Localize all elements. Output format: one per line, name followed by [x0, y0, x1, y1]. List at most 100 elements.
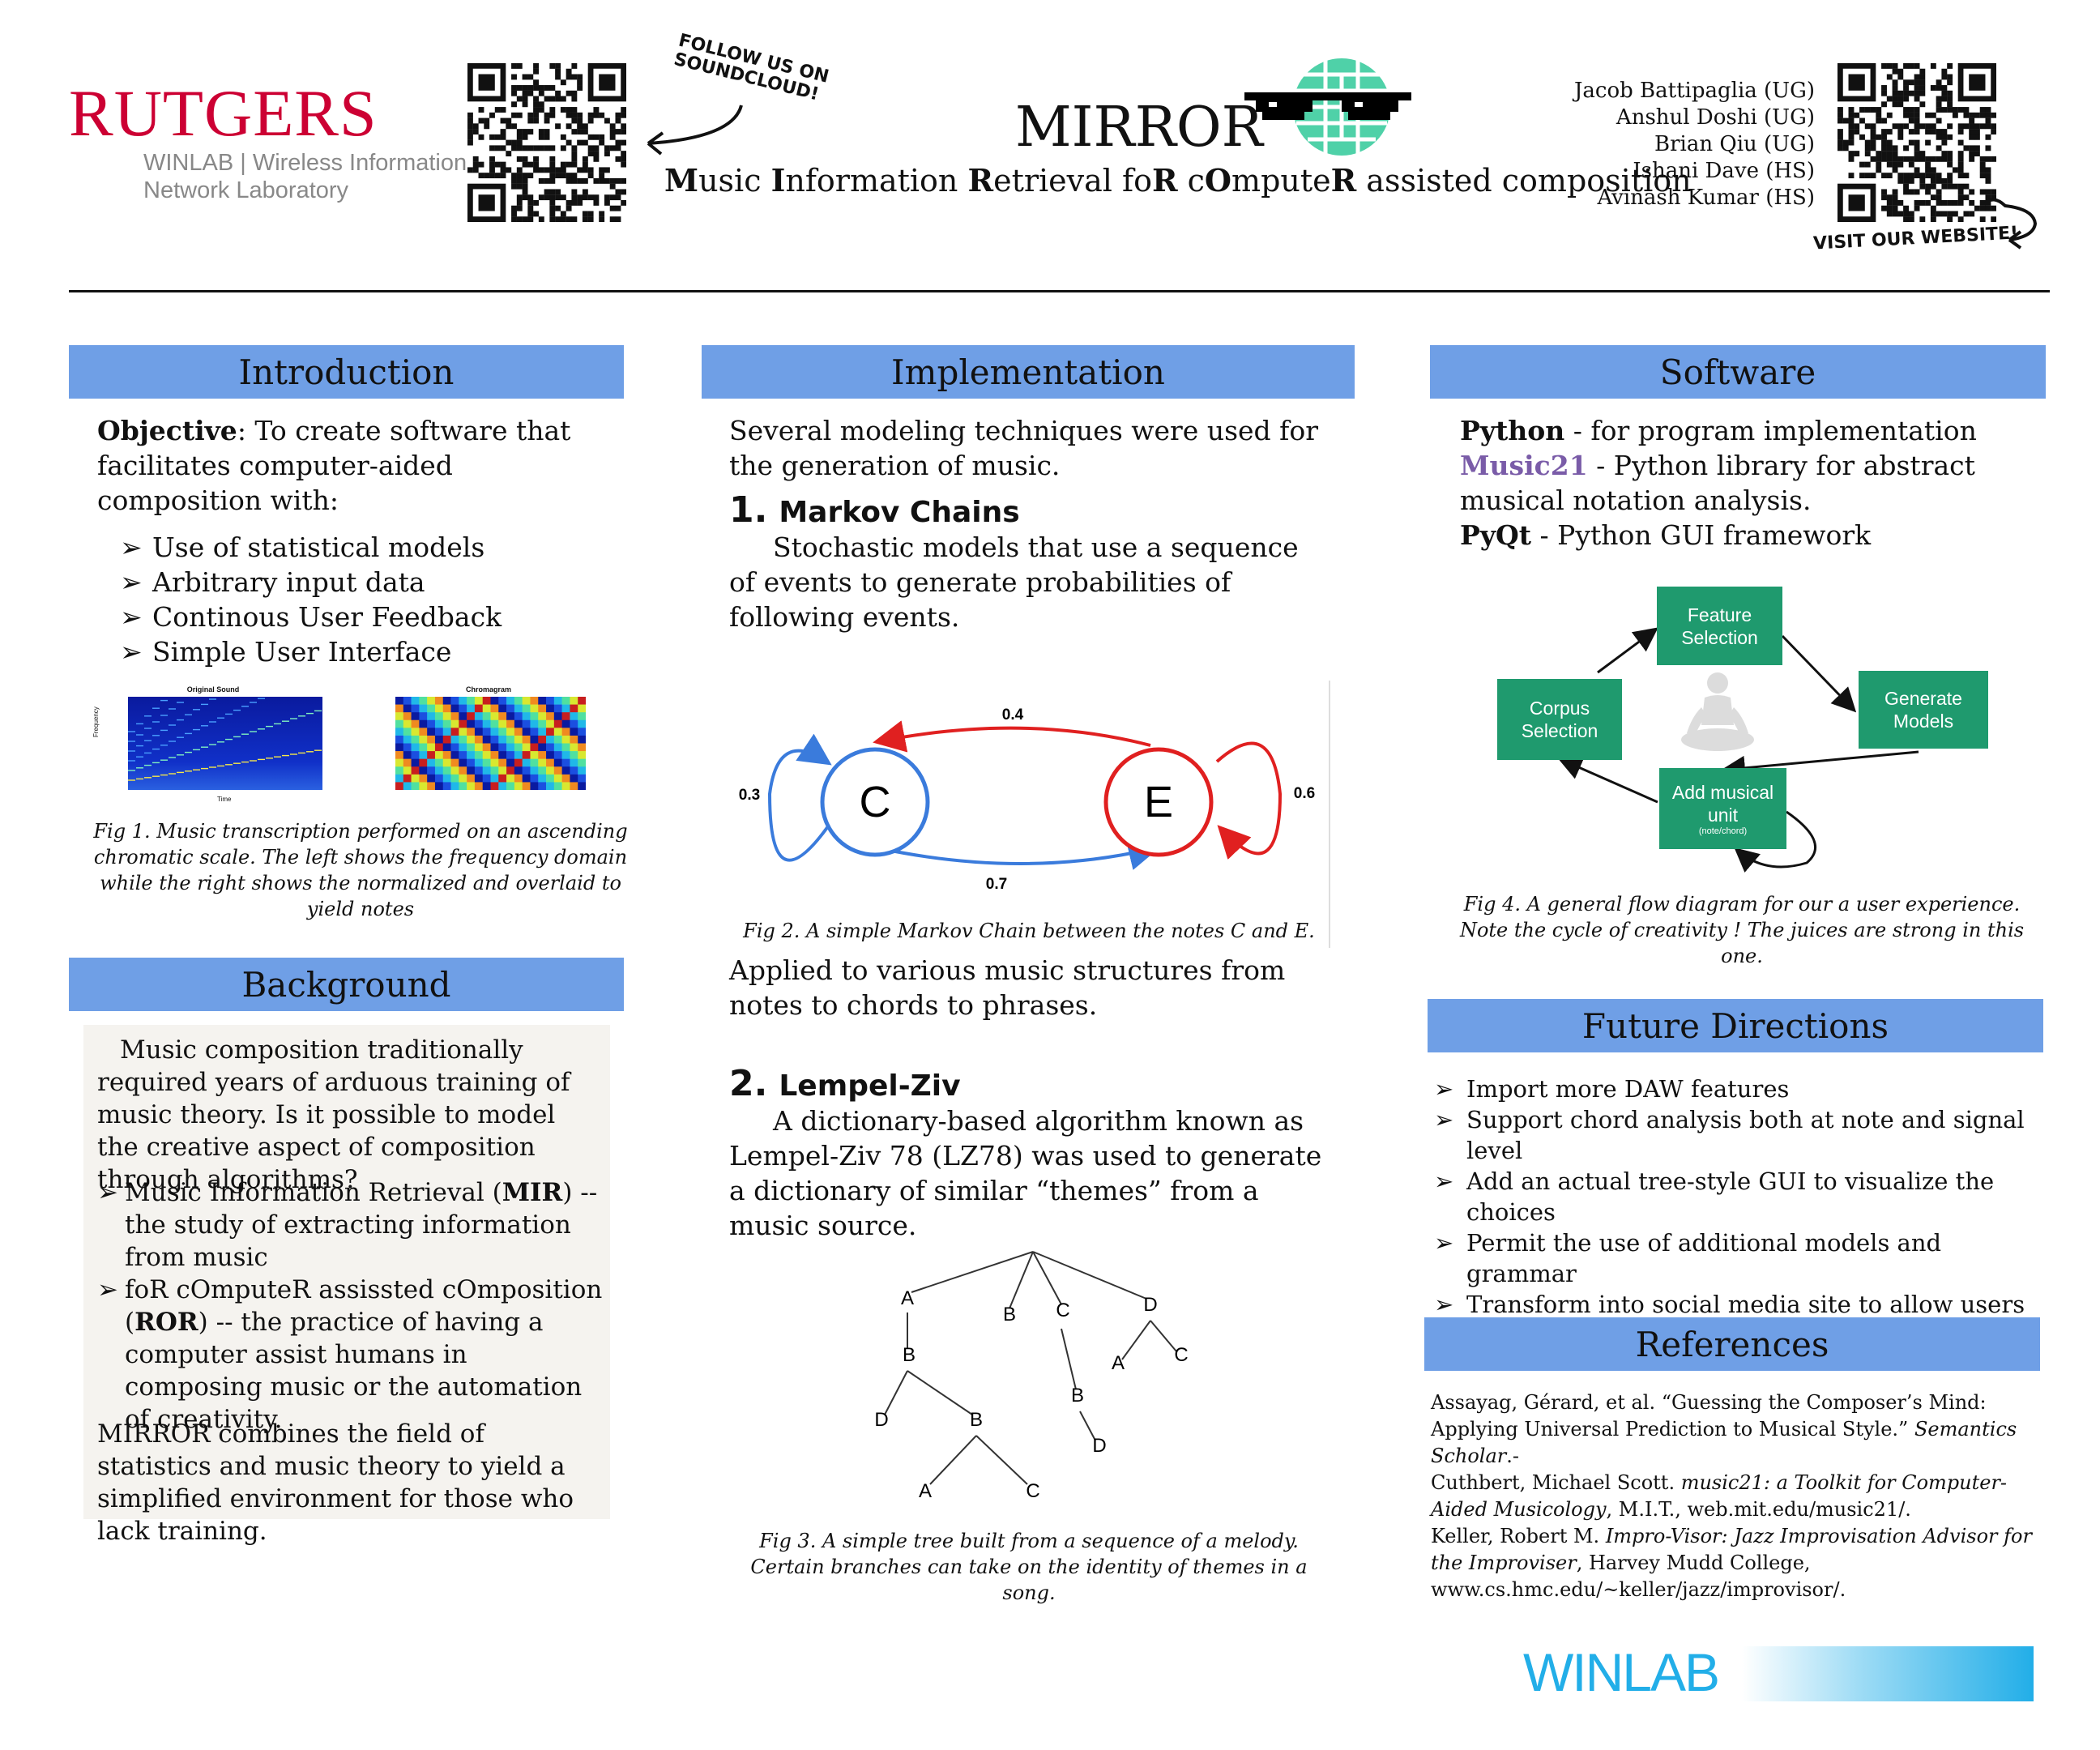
author-name: Brian Qiu (UG)	[1654, 132, 1815, 156]
objective-label: Objective	[97, 415, 237, 446]
markov-title: Markov Chains	[779, 496, 1020, 529]
markov-node-e	[1103, 747, 1214, 857]
references-list: Assayag, Gérard, et al. “Guessing the Co…	[1431, 1389, 2047, 1603]
subtitle-part: R	[1330, 162, 1357, 198]
subtitle-part: nformation	[785, 163, 968, 198]
corpus-selection-node: Corpus Selection	[1497, 679, 1622, 760]
markov-number: 1.	[729, 489, 768, 531]
subtitle-part: R	[967, 162, 994, 198]
spectrogram-original-sound: Original Sound Frequency Time	[92, 685, 322, 803]
spectrogram-left-image	[128, 697, 322, 790]
header-divider	[69, 290, 2050, 292]
fig4-caption: Fig 4. A general flow diagram for our a …	[1459, 893, 2025, 967]
winlab-line-2: Network Laboratory	[143, 177, 349, 203]
subtitle-part: assisted composition	[1356, 163, 1692, 198]
globe-sunglasses-logo	[1244, 58, 1411, 156]
subtitle-part: M	[664, 162, 699, 198]
lempel-ziv-heading: 2.Lempel-Ziv	[729, 1063, 961, 1104]
markov-prob-ce: 0.4	[1002, 706, 1024, 723]
author-list: Jacob Battipaglia (UG)Anshul Doshi (UG)B…	[1564, 78, 1815, 211]
list-item: Import more DAW features	[1434, 1073, 2050, 1104]
feature-selection-node: Feature Selection	[1657, 587, 1782, 665]
list-item: Simple User Interface	[120, 634, 606, 669]
page-title: MIRROR	[1015, 96, 1263, 160]
markov-prob-ee: 0.6	[1294, 785, 1315, 802]
fig2-caption: Fig 2. A simple Markov Chain between the…	[743, 920, 1315, 942]
markov-applied-text: Applied to various music structures from…	[729, 954, 1286, 1021]
list-item: Use of statistical models	[120, 530, 606, 565]
lempel-ziv-number: 2.	[729, 1063, 768, 1104]
objective-bullets: Use of statistical modelsArbitrary input…	[120, 530, 606, 669]
mir-bullet-post: ) -- the study of extracting information…	[125, 1178, 598, 1272]
subtitle-part: etrieval fo	[993, 163, 1152, 198]
software-item: Music21 - Python library for abstract mu…	[1460, 448, 2019, 518]
winlab-logo-text: WINLAB	[1523, 1642, 1720, 1702]
reference-3: Keller, Robert M. Impro-Visor: Jazz Impr…	[1431, 1525, 2032, 1601]
tree-node-label: C	[1056, 1300, 1069, 1321]
ror-bullet-pre: foR cOmputeR assissted cOmposition (	[125, 1275, 603, 1337]
tree-node-label: B	[1071, 1385, 1084, 1406]
subtitle-part: O	[1204, 162, 1232, 198]
list-item: Continous User Feedback	[120, 600, 606, 634]
soundcloud-qr-code[interactable]	[467, 63, 626, 222]
ror-bullet-post: ) -- the practice of having a computer a…	[125, 1308, 583, 1434]
flow-diagram-arrows	[1557, 627, 1919, 873]
software-heading: Software	[1430, 345, 2046, 399]
tree-node-label: C	[1026, 1480, 1039, 1502]
background-para-2: MIRROR combines the field of statistics …	[97, 1419, 574, 1546]
tree-node-label: D	[875, 1409, 889, 1431]
mir-bullet-bold: MIR	[502, 1178, 563, 1207]
reference-1: Assayag, Gérard, et al. “Guessing the Co…	[1431, 1391, 2017, 1467]
tree-node-label: B	[970, 1409, 983, 1431]
background-heading: Background	[69, 958, 624, 1011]
website-qr-code[interactable]	[1838, 63, 1996, 222]
markov-heading: 1. Markov Chains	[729, 489, 1020, 531]
subtitle-part: I	[770, 162, 786, 198]
software-item: Python - for program implementation	[1460, 413, 2019, 448]
future-directions-heading: Future Directions	[1428, 999, 2043, 1052]
rutgers-logo: RUTGERS WINLAB | Wireless Information Ne…	[69, 76, 467, 207]
add-musical-unit-sub: (note/chord)	[1698, 826, 1748, 836]
winlab-footer-logo: WINLAB	[1523, 1642, 2034, 1703]
markov-prob-cc: 0.3	[739, 787, 760, 804]
objective-body: : To create software that facilitates co…	[97, 415, 571, 516]
tree-node-label: D	[1092, 1435, 1106, 1457]
tree-node-label: C	[1174, 1344, 1188, 1366]
follow-arrow-icon	[647, 105, 743, 156]
implementation-heading: Implementation	[702, 345, 1355, 399]
tree-node-label: A	[901, 1287, 914, 1309]
list-item: Add an actual tree-style GUI to visualiz…	[1434, 1166, 2050, 1227]
add-musical-unit-node: Add musical unit (note/chord)	[1659, 768, 1786, 849]
list-item: Arbitrary input data	[120, 565, 606, 600]
introduction-heading: Introduction	[69, 345, 624, 399]
subtitle-part: mpute	[1231, 163, 1331, 198]
reference-2: Cuthbert, Michael Scott. music21: a Tool…	[1431, 1471, 2008, 1521]
spectrogram-left-xlabel: Time	[217, 796, 232, 803]
markov-figure-border	[1329, 681, 1330, 948]
author-name: Jacob Battipaglia (UG)	[1573, 79, 1815, 103]
winlab-line-1: WINLAB | Wireless Information	[143, 150, 467, 176]
add-musical-unit-label: Add musical unit	[1671, 782, 1774, 826]
objective-text: Objective: To create software that facil…	[97, 413, 616, 518]
tree-node-label: A	[1112, 1352, 1125, 1374]
spectrogram-left-title: Original Sound	[186, 685, 240, 694]
software-item: PyQt - Python GUI framework	[1460, 518, 2019, 553]
generate-models-node: Generate Models	[1859, 671, 1988, 749]
author-name: Avinash Kumar (HS)	[1597, 186, 1815, 210]
implementation-intro: Several modeling techniques were used fo…	[729, 415, 1319, 481]
fig1-caption: Fig 1. Music transcription performed on …	[93, 820, 628, 920]
software-item-name: Python	[1460, 415, 1565, 446]
background-panel	[83, 1025, 610, 1519]
rutgers-wordmark: RUTGERS	[69, 76, 378, 150]
fig3-caption: Fig 3. A simple tree built from a sequen…	[750, 1530, 1308, 1604]
chromagram-image	[395, 697, 586, 790]
tree-node-label: B	[1003, 1304, 1016, 1325]
references-heading: References	[1424, 1317, 2040, 1371]
software-item-name: Music21	[1460, 450, 1588, 481]
markov-chain-diagram: C E 0.4 0.3 0.6 0.7	[739, 706, 1315, 893]
markov-prob-ec: 0.7	[986, 876, 1007, 893]
tree-node-label: A	[919, 1480, 932, 1502]
author-name: Ishani Dave (HS)	[1633, 159, 1815, 183]
